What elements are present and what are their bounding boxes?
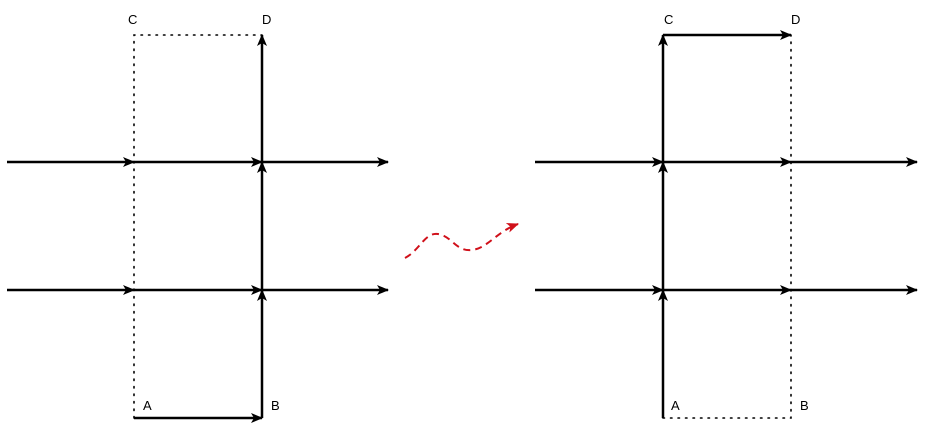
- label-c-right: C: [664, 12, 673, 27]
- right-panel: C D A B: [535, 12, 918, 419]
- left-panel: C D A B: [7, 12, 389, 423]
- dotted-path-right: [662, 34, 792, 419]
- label-b-right: B: [800, 398, 809, 413]
- label-b-left: B: [271, 398, 280, 413]
- label-a-right: A: [671, 398, 680, 413]
- label-d-left: D: [262, 12, 271, 27]
- label-a-left: A: [143, 398, 152, 413]
- label-d-right: D: [791, 12, 800, 27]
- dotted-path-left: [133, 34, 263, 419]
- label-c-left: C: [128, 12, 137, 27]
- deformation-arrow: [404, 223, 519, 259]
